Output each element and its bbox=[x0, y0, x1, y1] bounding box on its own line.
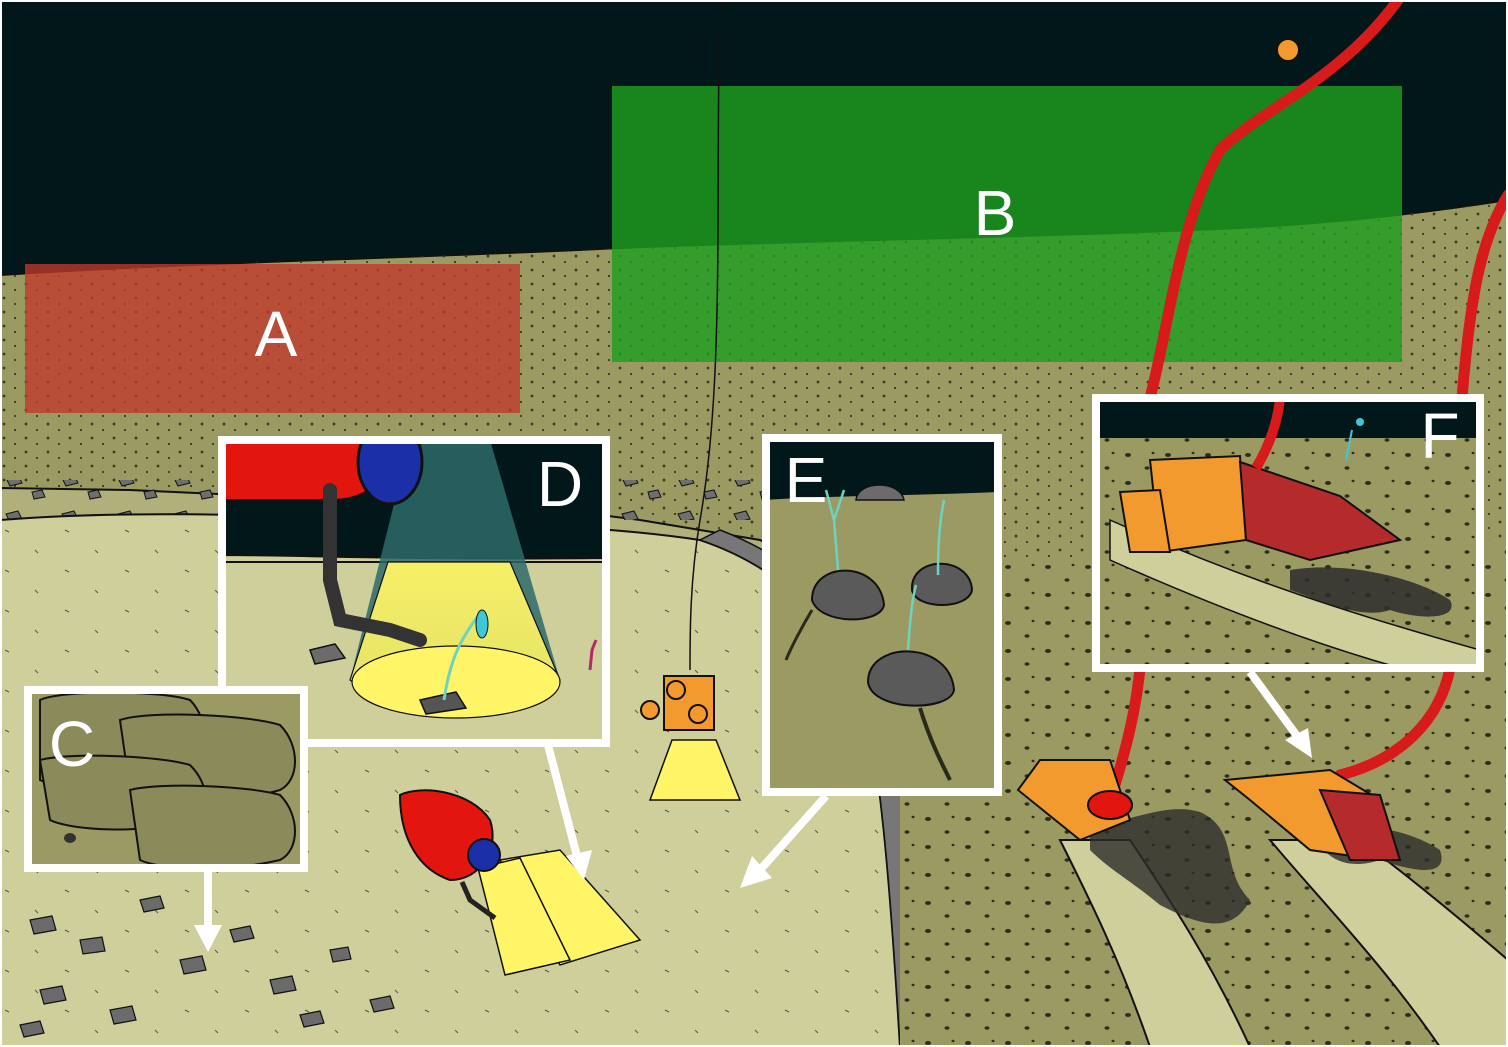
label-b: B bbox=[974, 177, 1017, 249]
label-e: E bbox=[785, 444, 828, 516]
collector-track-2 bbox=[1267, 839, 1508, 1047]
collector-vehicle-2-icon bbox=[1222, 768, 1402, 862]
label-d: D bbox=[537, 448, 583, 520]
callout-f: F bbox=[1092, 394, 1484, 672]
label-f: F bbox=[1420, 400, 1459, 472]
camera-tether bbox=[689, 0, 721, 671]
arrow-f bbox=[1246, 669, 1312, 758]
callout-c: C bbox=[24, 686, 308, 872]
sediment-plume-1 bbox=[1090, 809, 1250, 924]
zone-b-overlay bbox=[612, 86, 1402, 362]
buoy-icon bbox=[1276, 38, 1300, 62]
riser-pipe-2-lower bbox=[1334, 662, 1456, 781]
rov-icon bbox=[398, 789, 642, 976]
riser-pipe-1 bbox=[1144, 0, 1404, 404]
arrow-c bbox=[194, 868, 222, 952]
zone-a-overlay bbox=[25, 264, 520, 413]
callout-e: E bbox=[762, 434, 1002, 796]
arrow-e bbox=[740, 793, 829, 888]
collector-vehicle-icon bbox=[1016, 759, 1133, 842]
nodule-field-near bbox=[19, 895, 395, 1038]
label-a: A bbox=[255, 298, 298, 370]
label-c: C bbox=[49, 708, 95, 780]
towed-camera-icon bbox=[640, 675, 742, 801]
arrow-d bbox=[544, 743, 592, 880]
riser-pipe-2 bbox=[1456, 189, 1508, 404]
